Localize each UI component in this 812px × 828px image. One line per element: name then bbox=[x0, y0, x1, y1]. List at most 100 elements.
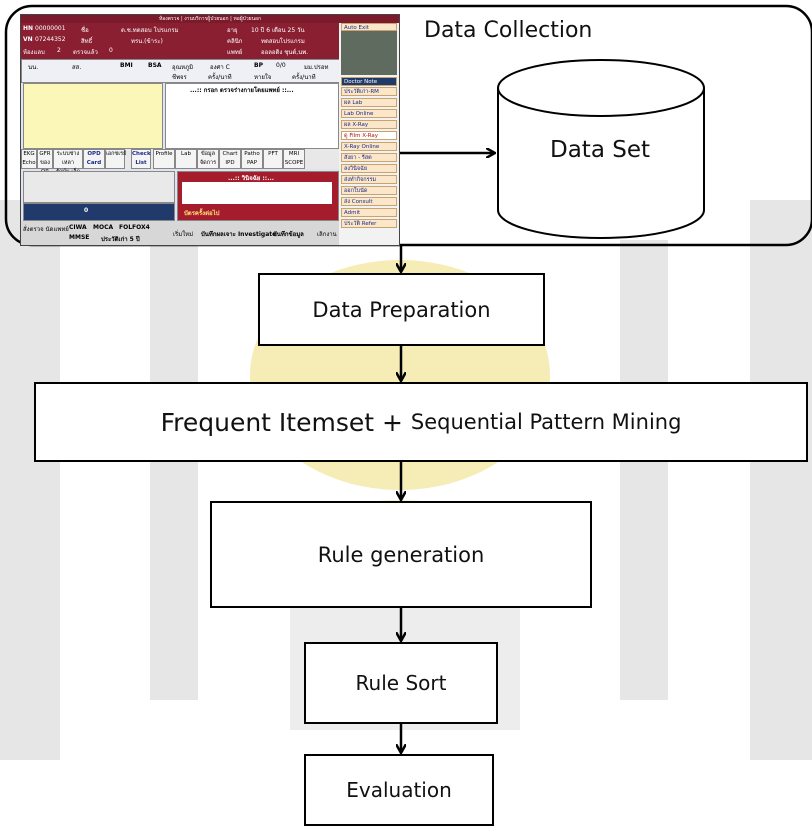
exam-value: 0 bbox=[109, 47, 113, 54]
data-set-label: Data Set bbox=[550, 137, 650, 163]
sidebar-btn-xray-online: X-Ray Online bbox=[341, 142, 397, 151]
bottom-btn-exit: เลิกงาน bbox=[317, 231, 337, 238]
sequential-pattern-label: Sequential Pattern Mining bbox=[410, 410, 682, 434]
vitals-row: นน. สส. BMI BSA อุณหภูมิ องศา C BP 0/0 ม… bbox=[21, 59, 341, 83]
patient-header: HN 00000001 ชื่อ ด.ช.ทดสอบ โปรแกรม อายุ … bbox=[21, 23, 339, 59]
bottom-toolbar: สั่งตรวจ นัดแพทย์ CIWA MOCA FOLFOX4 MMSE… bbox=[21, 221, 339, 245]
pulse-unit: ครั้ง/นาที bbox=[208, 74, 232, 81]
bottom-btn-mmse: MMSE bbox=[69, 234, 90, 241]
data-preparation-box: Data Preparation bbox=[258, 273, 545, 346]
sidebar-btn-order-drug: สั่งยา - รีสต bbox=[341, 153, 397, 162]
counter-value: 0 bbox=[84, 207, 89, 214]
bottom-btn-folfox: FOLFOX4 bbox=[119, 224, 150, 231]
bmi-label: BMI bbox=[120, 62, 133, 69]
sidebar-btn-history: ประวัติเก่า-RM bbox=[341, 87, 397, 96]
sidebar-btn-admit: Admit bbox=[341, 208, 397, 217]
watermark-bar bbox=[620, 240, 668, 700]
temp-label: อุณหภูมิ bbox=[172, 64, 194, 71]
bottom-btn-history: ประวัติเก่า 5 ปี bbox=[101, 236, 140, 243]
tab-report: ระบบช่างเหลารักษ์ม เล็ก bbox=[53, 149, 83, 175]
bp-label: BP bbox=[254, 62, 263, 69]
bottom-btn-restart: เริ่มใหม่ bbox=[173, 231, 194, 238]
bp-unit: มม.ปรอท bbox=[304, 64, 329, 71]
auto-exit-button: Auto Exit bbox=[341, 23, 397, 31]
bsa-label: BSA bbox=[148, 62, 162, 69]
patient-photo bbox=[341, 31, 397, 75]
rights-value: ทรน.(ข้าระ) bbox=[131, 38, 163, 45]
data-collection-label: Data Collection bbox=[424, 18, 593, 43]
hn-label: HN bbox=[23, 25, 34, 32]
tab-pft: PFT bbox=[263, 149, 283, 169]
temp-value: องศา C bbox=[210, 64, 230, 71]
rule-generation-label: Rule generation bbox=[317, 542, 485, 567]
history-panel bbox=[23, 83, 163, 149]
evaluation-box: Evaluation bbox=[304, 754, 494, 826]
clinic-label: คลินิก bbox=[227, 38, 243, 45]
tab-lab: Lab bbox=[175, 149, 197, 169]
rr-unit: ครั้ง/นาที bbox=[292, 74, 316, 81]
age-value: 10 ปี 6 เดือน 25 วัน bbox=[251, 27, 305, 34]
sidebar-btn-xray-result: ผล X-Ray bbox=[341, 120, 397, 129]
sidebar-btn-refer: ประวัติ Refer bbox=[341, 219, 397, 228]
tab-opd-card: OPD Card bbox=[83, 149, 105, 169]
age-label: อายุ bbox=[227, 27, 238, 34]
bottom-btn-moca: MOCA bbox=[93, 224, 114, 231]
clinic-value: ทดสอบโปรแกรม bbox=[261, 38, 305, 45]
name-label: ชื่อ bbox=[81, 27, 89, 34]
vn-label: VN bbox=[23, 36, 33, 43]
notes-panel bbox=[23, 171, 175, 203]
watermark-bar bbox=[150, 240, 198, 700]
bottom-btn-order: สั่งตรวจ นัดแพทย์ bbox=[23, 226, 69, 233]
height-label: สส. bbox=[72, 64, 82, 71]
counter-panel: 0 bbox=[23, 203, 175, 221]
sidebar-btn-appointment: ออกใบนัด bbox=[341, 186, 397, 195]
evaluation-label: Evaluation bbox=[346, 778, 452, 802]
mining-box: Frequent Itemset + Sequential Pattern Mi… bbox=[34, 382, 808, 462]
doctor-label: แพทย์ bbox=[227, 49, 243, 56]
sidebar-btn-lab-result: ผล Lab bbox=[341, 98, 397, 107]
rule-sort-label: Rule Sort bbox=[355, 671, 447, 695]
diagnosis-input bbox=[182, 182, 332, 204]
next-appointment-label: บัตรครั้งต่อไป bbox=[184, 210, 220, 217]
data-preparation-label: Data Preparation bbox=[312, 297, 491, 322]
sidebar-btn-activity: ส่งทำกิจกรรม bbox=[341, 175, 397, 184]
tab-profile: Profile bbox=[153, 149, 175, 169]
frequent-itemset-label: Frequent Itemset + bbox=[160, 407, 411, 437]
weight-label: นน. bbox=[28, 64, 39, 71]
bottom-btn-save: บันทึกข้อมูล bbox=[273, 231, 304, 238]
rights-label: สิทธิ์ bbox=[81, 38, 93, 45]
rule-sort-box: Rule Sort bbox=[304, 642, 498, 724]
vn-value: 07244352 bbox=[35, 36, 66, 43]
hn-value: 00000001 bbox=[35, 25, 66, 32]
app-title: ห้องตรวจ | งานบริการผู้ป่วยนอก | หอผู้ป่… bbox=[21, 15, 399, 23]
rule-generation-box: Rule generation bbox=[210, 501, 592, 608]
rr-label: หายใจ bbox=[254, 74, 272, 81]
bp-value: 0/0 bbox=[276, 62, 286, 69]
tab-manage: ข้อมูล จัดการ bbox=[197, 149, 219, 169]
sidebar-btn-lab-online: Lab Online bbox=[341, 109, 397, 118]
queue-label: ห้องแลบ bbox=[23, 49, 45, 56]
watermark-bar bbox=[750, 200, 812, 760]
bottom-btn-ciwa: CIWA bbox=[69, 224, 87, 231]
queue-value: 2 bbox=[57, 47, 61, 54]
diagnosis-heading: ...:: วินิจฉัย ::... bbox=[228, 175, 275, 182]
app-sidebar: Auto Exit Doctor Note ประวัติเก่า-RM ผล … bbox=[339, 23, 399, 245]
name-value: ด.ช.ทดสอบ โปรแกรม bbox=[121, 27, 179, 34]
sidebar-btn-diagnosis: ลงวินิจฉัย bbox=[341, 164, 397, 173]
physical-exam-heading: ...:: กรอก ตรวจร่างกายโดยแพทย์ ::... bbox=[190, 87, 294, 94]
data-collection-frame bbox=[4, 4, 812, 247]
sidebar-btn-film-xray: ดู Film X-Ray bbox=[341, 131, 397, 140]
hospital-app-screenshot: ห้องตรวจ | งานบริการผู้ป่วยนอก | หอผู้ป่… bbox=[20, 14, 400, 246]
watermark-bar bbox=[0, 200, 60, 760]
tab-check-list: Check List bbox=[131, 149, 151, 169]
exam-label: ตรวจแล้ว bbox=[73, 49, 98, 56]
sidebar-btn-consult: ส่ง Consult bbox=[341, 197, 397, 206]
tab-xray: เอกซเรย์ bbox=[105, 149, 126, 169]
